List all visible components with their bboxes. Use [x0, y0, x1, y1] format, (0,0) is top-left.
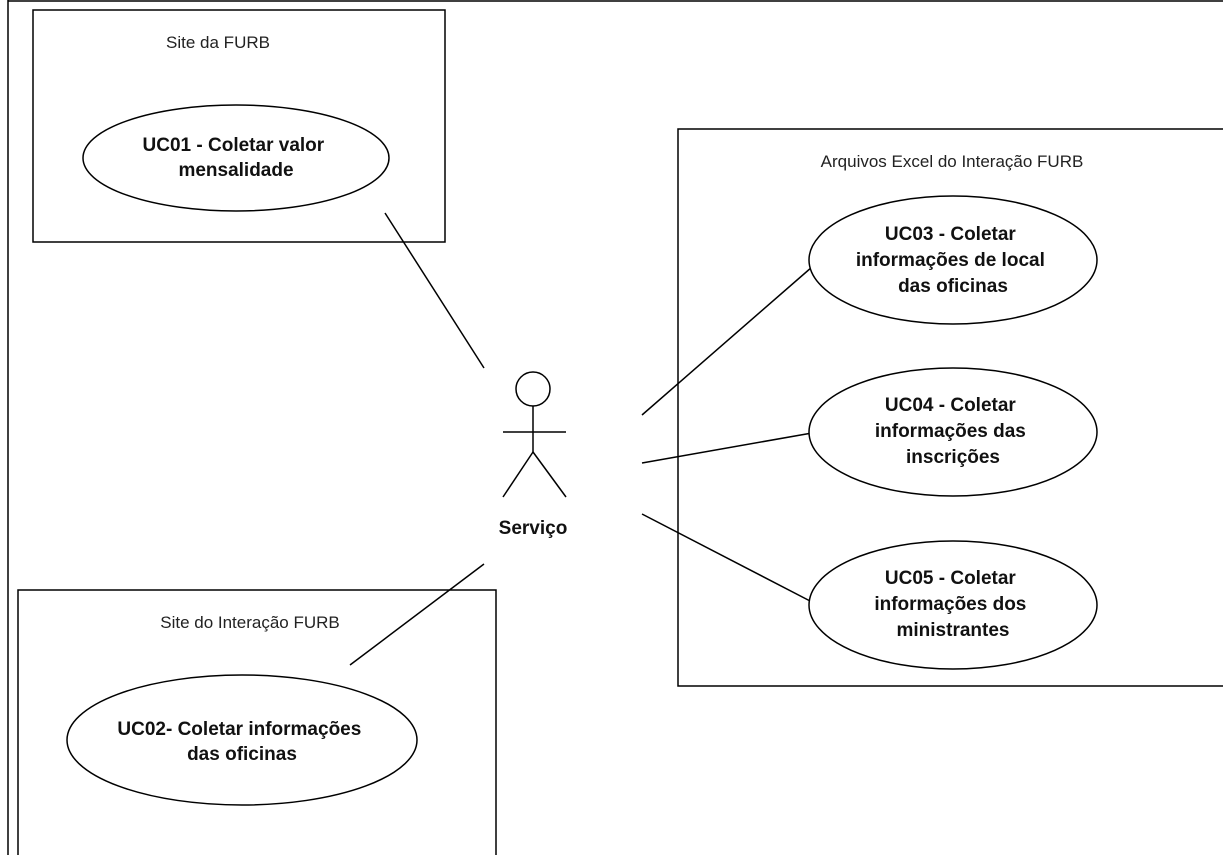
boundary-site-interacao-title: Site do Interação FURB	[160, 613, 340, 632]
association-uc04	[641, 432, 813, 464]
use-case-uc04-line2: informações das	[875, 421, 1026, 442]
association-uc01	[384, 212, 485, 369]
use-case-uc02: UC02- Coletar informações das oficinas	[66, 674, 418, 806]
actor-icon	[502, 371, 567, 498]
use-case-uc03-line2: informações de local	[856, 250, 1045, 271]
use-case-uc03: UC03 - Coletar informações de local das …	[808, 195, 1098, 325]
use-case-uc04-ellipse	[808, 367, 1098, 497]
use-case-uc01: UC01 - Coletar valor mensalidade	[82, 104, 390, 212]
use-case-uc01-ellipse	[82, 104, 390, 212]
use-case-uc03-ellipse	[808, 195, 1098, 325]
use-case-uc01-label: UC01 - Coletar valor mensalidade	[143, 135, 330, 181]
use-case-uc04-label: UC04 - Coletar informações das inscriçõe…	[875, 395, 1031, 468]
use-case-uc02-line1: UC02- Coletar informações	[117, 719, 361, 740]
use-case-uc03-label: UC03 - Coletar informações de local das …	[856, 224, 1050, 297]
use-case-uc02-ellipse	[66, 674, 418, 806]
use-case-uc03-line1: UC03 - Coletar	[885, 224, 1017, 245]
use-case-uc05-line3: ministrantes	[897, 620, 1010, 641]
actor-servico: Serviço	[499, 371, 568, 539]
association-uc02	[349, 563, 485, 666]
boundary-excel-title: Arquivos Excel do Interação FURB	[821, 152, 1084, 171]
actor-left-leg	[502, 451, 534, 498]
use-case-uc01-line2: mensalidade	[178, 160, 293, 181]
use-case-uc01-line1: UC01 - Coletar valor	[143, 135, 325, 156]
use-case-uc05-line1: UC05 - Coletar	[885, 568, 1017, 589]
use-case-uc02-label: UC02- Coletar informações das oficinas	[117, 719, 366, 765]
actor-label: Serviço	[499, 518, 568, 539]
boundary-site-furb-title: Site da FURB	[166, 33, 270, 52]
association-uc03	[641, 266, 813, 416]
actor-right-leg	[532, 451, 567, 498]
use-case-uc05-line2: informações dos	[874, 594, 1026, 615]
use-case-uc05-label: UC05 - Coletar informações dos ministran…	[874, 568, 1031, 641]
use-case-uc05: UC05 - Coletar informações dos ministran…	[808, 540, 1098, 670]
use-case-uc04-line3: inscrições	[906, 447, 1000, 468]
actor-head	[515, 371, 551, 407]
association-uc05	[641, 513, 813, 603]
use-case-uc02-line2: das oficinas	[187, 744, 297, 765]
use-case-uc04: UC04 - Coletar informações das inscriçõe…	[808, 367, 1098, 497]
use-case-uc05-ellipse	[808, 540, 1098, 670]
use-case-uc04-line1: UC04 - Coletar	[885, 395, 1017, 416]
use-case-uc03-line3: das oficinas	[898, 276, 1008, 297]
